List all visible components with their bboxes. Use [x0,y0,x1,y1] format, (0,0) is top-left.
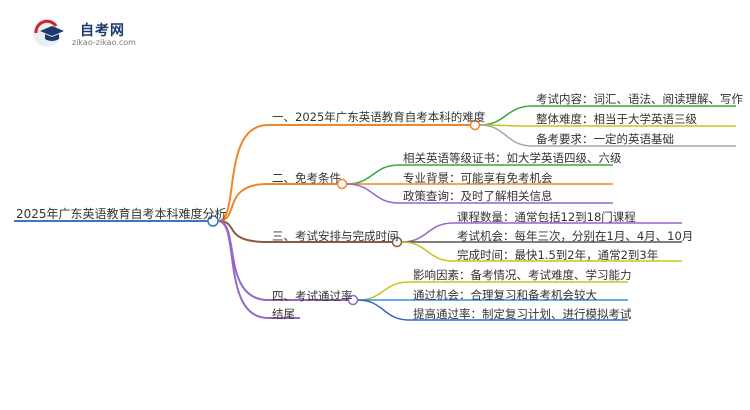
leaf-connector [479,105,533,126]
logo: 自考网 zikao-zikao.com [30,16,160,50]
leaf-major-background[interactable]: 专业背景：可能享有免考机会 [403,171,553,185]
branch-difficulty[interactable]: 一、2025年广东英语教育自考本科的难度 [272,110,486,124]
leaf-exam-opportunities[interactable]: 考试机会：每年三次，分别在1月、4月、10月 [457,229,694,243]
branch-node-circle [347,294,359,306]
connector-layer [217,105,533,321]
leaf-connector [401,222,454,243]
branch-schedule[interactable]: 三、考试安排与完成时间 [272,229,399,243]
branch-node-circle [336,178,348,190]
graduation-cap-icon [33,19,64,47]
leaf-pass-chance[interactable]: 通过机会：合理复习和备考机会较大 [413,288,597,302]
root-node[interactable]: 2025年广东英语教育自考本科难度分析 [16,207,227,221]
node-circle-layer [207,119,481,306]
branch-connector [217,220,269,301]
branch-connector [217,124,269,222]
branch-connector [217,183,269,222]
leaf-influencing-factors[interactable]: 影响因素：备考情况、考试难度、学习能力 [413,268,632,282]
leaf-exam-content[interactable]: 考试内容：词汇、语法、阅读理解、写作 [536,92,743,106]
leaf-overall-difficulty[interactable]: 整体难度：相当于大学英语三级 [536,112,697,126]
branch-node-circle [469,119,481,131]
leaf-connector [346,164,400,185]
logo-url: zikao-zikao.com [72,38,136,47]
leaf-connector [357,299,410,321]
branch-connector [217,220,269,319]
leaf-connector [401,241,454,262]
leaf-connector [479,124,533,147]
branch-exemption[interactable]: 二、免考条件 [272,171,341,185]
branch-node-circle [391,236,403,248]
leaf-improve-pass-rate[interactable]: 提高通过率：制定复习计划、进行模拟考试 [413,307,632,321]
underline-layer [14,105,736,321]
leaf-connector [357,281,410,301]
leaf-connector [346,183,400,204]
leaf-completion-time[interactable]: 完成时间：最快1.5到2年，通常2到3年 [457,248,659,262]
leaf-prep-requirement[interactable]: 备考要求：一定的英语基础 [536,132,674,146]
leaf-english-certificate[interactable]: 相关英语等级证书：如大学英语四级、六级 [403,151,622,165]
branch-pass-rate[interactable]: 四、考试通过率 [272,289,353,303]
leaf-course-count[interactable]: 课程数量：通常包括12到18门课程 [457,210,636,224]
root-node-circle [207,215,219,227]
branch-ending[interactable]: 结尾 [272,307,295,321]
leaf-policy-inquiry[interactable]: 政策查询：及时了解相关信息 [403,189,553,203]
logo-name: 自考网 [80,23,125,39]
branch-connector [217,220,269,243]
